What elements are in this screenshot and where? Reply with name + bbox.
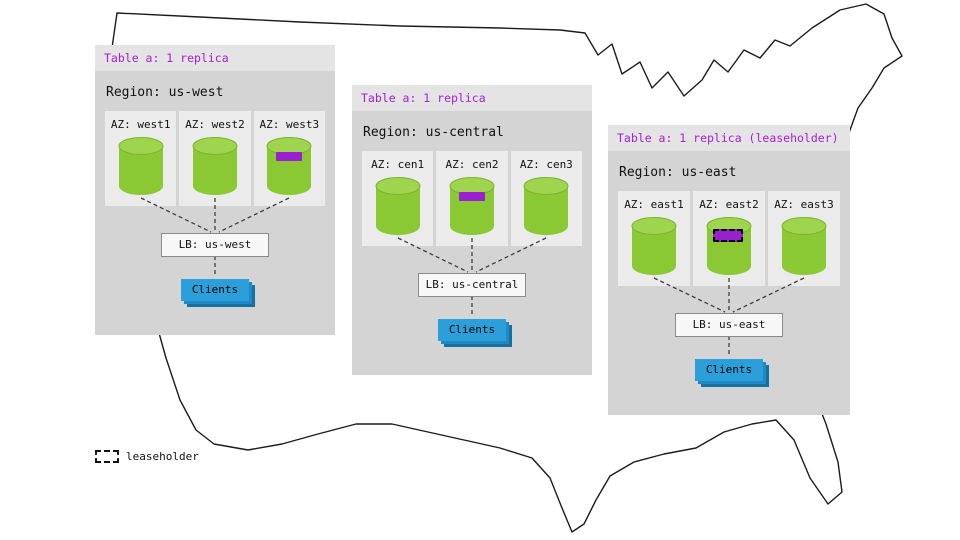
- az-label: AZ: cen1: [371, 158, 425, 171]
- region-panel-us-central: Table a: 1 replica Region: us-central AZ…: [352, 85, 592, 375]
- table-replica-header: Table a: 1 replica: [95, 45, 335, 71]
- az-label: AZ: east3: [774, 198, 834, 211]
- leaseholder-range: [713, 229, 743, 242]
- clients-box: Clients: [438, 319, 506, 341]
- region-title: Region: us-east: [619, 165, 737, 180]
- az-row: AZ: cen1 AZ: cen2 AZ: cen3: [362, 151, 582, 246]
- az-cell: AZ: west2: [179, 111, 251, 206]
- az-cell: AZ: east2: [693, 191, 765, 286]
- region-panel-us-west: Table a: 1 replica Region: us-west AZ: w…: [95, 45, 335, 335]
- az-cell: AZ: cen1: [362, 151, 434, 246]
- az-label: AZ: cen3: [519, 158, 573, 171]
- az-cell: AZ: cen2: [436, 151, 508, 246]
- cylinder-icon: [375, 177, 421, 235]
- database-cylinder: [631, 217, 677, 277]
- cylinder-icon: [523, 177, 569, 235]
- replica-range: [458, 192, 485, 201]
- cylinder-icon: [118, 137, 164, 195]
- az-row: AZ: east1 AZ: east2 AZ: east3: [618, 191, 840, 286]
- load-balancer: LB: us-central: [418, 273, 526, 297]
- cylinder-icon: [192, 137, 238, 195]
- az-label: AZ: west1: [110, 118, 171, 131]
- legend-label: leaseholder: [126, 450, 199, 463]
- clients-box: Clients: [181, 279, 249, 301]
- cylinder-icon: [449, 177, 495, 235]
- table-replica-header: Table a: 1 replica: [352, 85, 592, 111]
- database-cylinder: [781, 217, 827, 277]
- clients-box: Clients: [695, 359, 763, 381]
- leaseholder-swatch-icon: [95, 450, 119, 463]
- cylinder-icon: [631, 217, 677, 275]
- database-cylinder: [523, 177, 569, 237]
- database-cylinder: [449, 177, 495, 237]
- legend: leaseholder: [95, 450, 199, 463]
- az-label: AZ: west2: [185, 118, 245, 131]
- database-cylinder: [118, 137, 164, 197]
- region-title: Region: us-west: [106, 85, 224, 100]
- database-cylinder: [706, 217, 752, 277]
- replica-range: [276, 152, 303, 161]
- table-replica-label: Table a: 1 replica: [104, 51, 229, 65]
- region-title: Region: us-central: [363, 125, 504, 140]
- cylinder-icon: [266, 137, 312, 195]
- az-label: AZ: cen2: [445, 158, 499, 171]
- az-label: AZ: east1: [624, 198, 684, 211]
- table-replica-label: Table a: 1 replica: [361, 91, 486, 105]
- table-replica-header: Table a: 1 replica (leaseholder): [608, 125, 850, 151]
- az-cell: AZ: cen3: [510, 151, 582, 246]
- az-cell: AZ: east3: [768, 191, 840, 286]
- az-cell: AZ: west1: [105, 111, 177, 206]
- az-cell: AZ: west3: [253, 111, 325, 206]
- cylinder-icon: [781, 217, 827, 275]
- database-cylinder: [192, 137, 238, 197]
- az-label: AZ: west3: [259, 118, 320, 131]
- az-row: AZ: west1 AZ: west2 AZ: west3: [105, 111, 325, 206]
- database-cylinder: [266, 137, 312, 197]
- load-balancer: LB: us-west: [161, 233, 269, 257]
- cylinder-icon: [706, 217, 752, 275]
- load-balancer: LB: us-east: [675, 313, 783, 337]
- database-cylinder: [375, 177, 421, 237]
- table-replica-label: Table a: 1 replica (leaseholder): [617, 131, 839, 145]
- region-panel-us-east: Table a: 1 replica (leaseholder) Region:…: [608, 125, 850, 415]
- az-label: AZ: east2: [699, 198, 759, 211]
- az-cell: AZ: east1: [618, 191, 690, 286]
